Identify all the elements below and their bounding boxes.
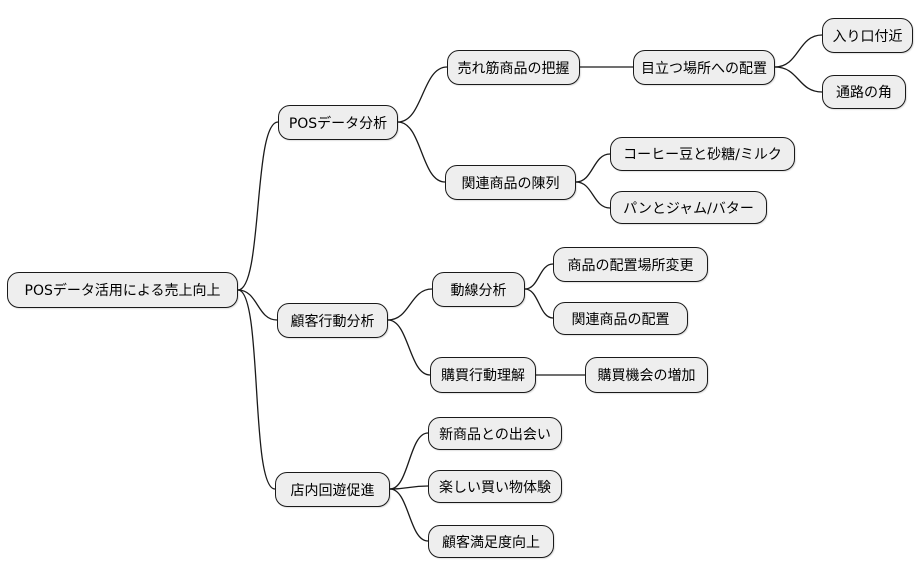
node-purchase-opportunity-increase: 購買機会の増加: [585, 357, 708, 393]
edge-root-to-customer-behavior: [237, 289, 278, 321]
edge-circulation-to-fun-shopping: [389, 485, 429, 490]
node-root-pos-data-sales-improvement: POSデータ活用による売上向上: [7, 272, 238, 308]
node-bread-jam-butter: パンとジャム/バター: [610, 191, 767, 224]
edge-flow-line-to-relocation: [524, 263, 554, 290]
node-related-product-placement: 関連商品の配置: [553, 302, 688, 335]
edge-circulation-to-new-product: [389, 432, 429, 490]
edge-customer-behavior-to-flow-line: [387, 288, 433, 321]
node-new-product-discovery: 新商品との出会い: [428, 417, 562, 450]
edge-root-to-pos-data-analysis: [237, 121, 279, 291]
node-near-entrance: 入り口付近: [822, 18, 913, 53]
edge-related-display-to-bread: [575, 181, 611, 209]
edge-prominent-placement-to-entrance: [774, 34, 823, 68]
edge-flow-line-to-related-placement: [524, 288, 554, 319]
node-pos-data-analysis: POSデータ分析: [278, 105, 398, 140]
edge-customer-behavior-to-purchase-behavior: [387, 319, 431, 376]
node-in-store-circulation: 店内回遊促進: [275, 472, 390, 507]
node-flow-line-analysis: 動線分析: [432, 272, 525, 307]
edge-root-to-in-store-circulation: [237, 289, 276, 490]
node-customer-satisfaction: 顧客満足度向上: [428, 525, 554, 558]
node-coffee-sugar-milk: コーヒー豆と砂糖/ミルク: [610, 137, 795, 171]
node-customer-behavior-analysis: 顧客行動分析: [277, 303, 388, 338]
node-product-relocation: 商品の配置場所変更: [553, 247, 708, 282]
node-related-product-display: 関連商品の陳列: [445, 165, 576, 200]
node-purchase-behavior-understanding: 購買行動理解: [430, 357, 536, 393]
edge-circulation-to-satisfaction: [389, 488, 429, 542]
node-best-seller-identification: 売れ筋商品の把握: [447, 50, 580, 85]
node-prominent-placement: 目立つ場所への配置: [633, 50, 775, 85]
edge-related-display-to-coffee: [575, 153, 611, 183]
edge-pos-analysis-to-best-seller: [397, 66, 448, 123]
edge-pos-analysis-to-related-display: [397, 121, 446, 183]
node-fun-shopping-experience: 楽しい買い物体験: [428, 470, 562, 503]
node-aisle-corner: 通路の角: [822, 75, 906, 109]
edge-prominent-placement-to-aisle-corner: [774, 66, 823, 93]
